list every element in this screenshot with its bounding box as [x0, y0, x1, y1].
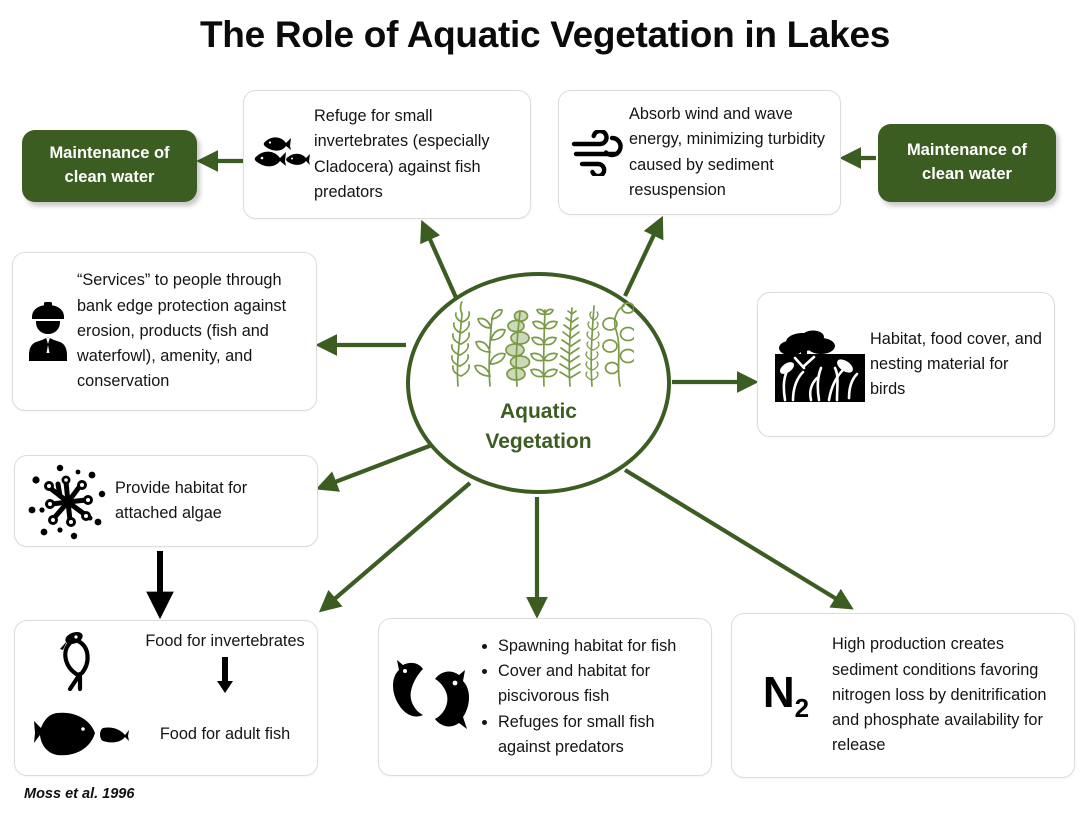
card-food-chain[interactable]: Food for invertebrates: [14, 620, 318, 776]
spawn-bullet-3: Refuges for small fish against predators: [498, 710, 701, 761]
pill-maintenance-clean-water-left[interactable]: Maintenance of clean water: [22, 130, 197, 202]
fish-eating-fish-icon: [21, 709, 141, 761]
pill-maintenance-clean-water-right[interactable]: Maintenance of clean water: [878, 124, 1056, 202]
n2-subscript: 2: [794, 692, 810, 723]
card-wind-text: Absorb wind and wave energy, minimizing …: [629, 105, 826, 199]
two-fish-icon: [385, 659, 481, 735]
card-nitrogen-loss[interactable]: N2 High production creates sediment cond…: [731, 613, 1075, 778]
food-for-invertebrates-label: Food for invertebrates: [145, 632, 305, 651]
n2-molecule-label: N2: [740, 667, 832, 723]
card-services-text: “Services” to people through bank edge p…: [77, 271, 287, 391]
arrow-to-wind-box: [623, 215, 664, 297]
pill-right-line1: Maintenance of: [906, 141, 1028, 160]
n2-symbol: N: [762, 667, 795, 717]
person-hardhat-icon: [19, 301, 77, 363]
pill-left-line2: clean water: [64, 168, 155, 186]
wind-icon: [567, 129, 629, 176]
card-n2-text: High production creates sediment conditi…: [832, 635, 1047, 755]
attached-algae-icon: [23, 460, 115, 542]
card-habitat-attached-algae[interactable]: Provide habitat for attached algae: [14, 455, 318, 547]
center-node-label: Aquatic Vegetation: [485, 397, 591, 458]
daphnia-invertebrate-icon: [21, 629, 141, 695]
pill-right-line2: clean water: [922, 165, 1012, 183]
arrow-invertebrates-to-adult-fish: [217, 656, 233, 693]
page-title: The Role of Aquatic Vegetation in Lakes: [199, 14, 891, 55]
card-absorb-wind-wave-energy[interactable]: Absorb wind and wave energy, minimizing …: [558, 90, 841, 215]
pill-left-line1: Maintenance of: [49, 144, 170, 163]
card-refuge-for-invertebrates[interactable]: Refuge for small invertebrates (especial…: [243, 90, 531, 219]
three-fish-icon: [252, 132, 314, 178]
card-birds-text: Habitat, food cover, and nesting materia…: [870, 329, 1042, 399]
card-refuge-text: Refuge for small invertebrates (especial…: [314, 107, 490, 201]
card-spawning-habitat[interactable]: Spawning habitat for fish Cover and habi…: [378, 618, 712, 776]
arrow-to-food-box: [318, 481, 472, 613]
arrow-to-algae-box: [315, 443, 433, 492]
source-credit: Moss et al. 1996: [24, 786, 135, 802]
tree-vegetation-icon: [770, 326, 870, 404]
card-habitat-for-birds[interactable]: Habitat, food cover, and nesting materia…: [757, 292, 1055, 437]
spawn-bullet-2: Cover and habitat for piscivorous fish: [498, 659, 701, 710]
aquatic-plants-illustration: [444, 292, 636, 393]
spawn-bullet-1: Spawning habitat for fish: [498, 634, 701, 659]
spawn-bullet-list: Spawning habitat for fish Cover and habi…: [481, 634, 701, 760]
card-algae-text: Provide habitat for attached algae: [115, 478, 248, 522]
center-node-aquatic-vegetation[interactable]: Aquatic Vegetation: [406, 272, 671, 494]
arrow-to-n2-box: [623, 468, 854, 610]
food-for-adult-fish-label: Food for adult fish: [159, 725, 291, 744]
center-label-line2: Vegetation: [485, 430, 592, 454]
card-services-to-people[interactable]: “Services” to people through bank edge p…: [12, 252, 317, 411]
center-label-line1: Aquatic: [499, 400, 577, 423]
arrow-to-refuge-box: [420, 219, 460, 303]
